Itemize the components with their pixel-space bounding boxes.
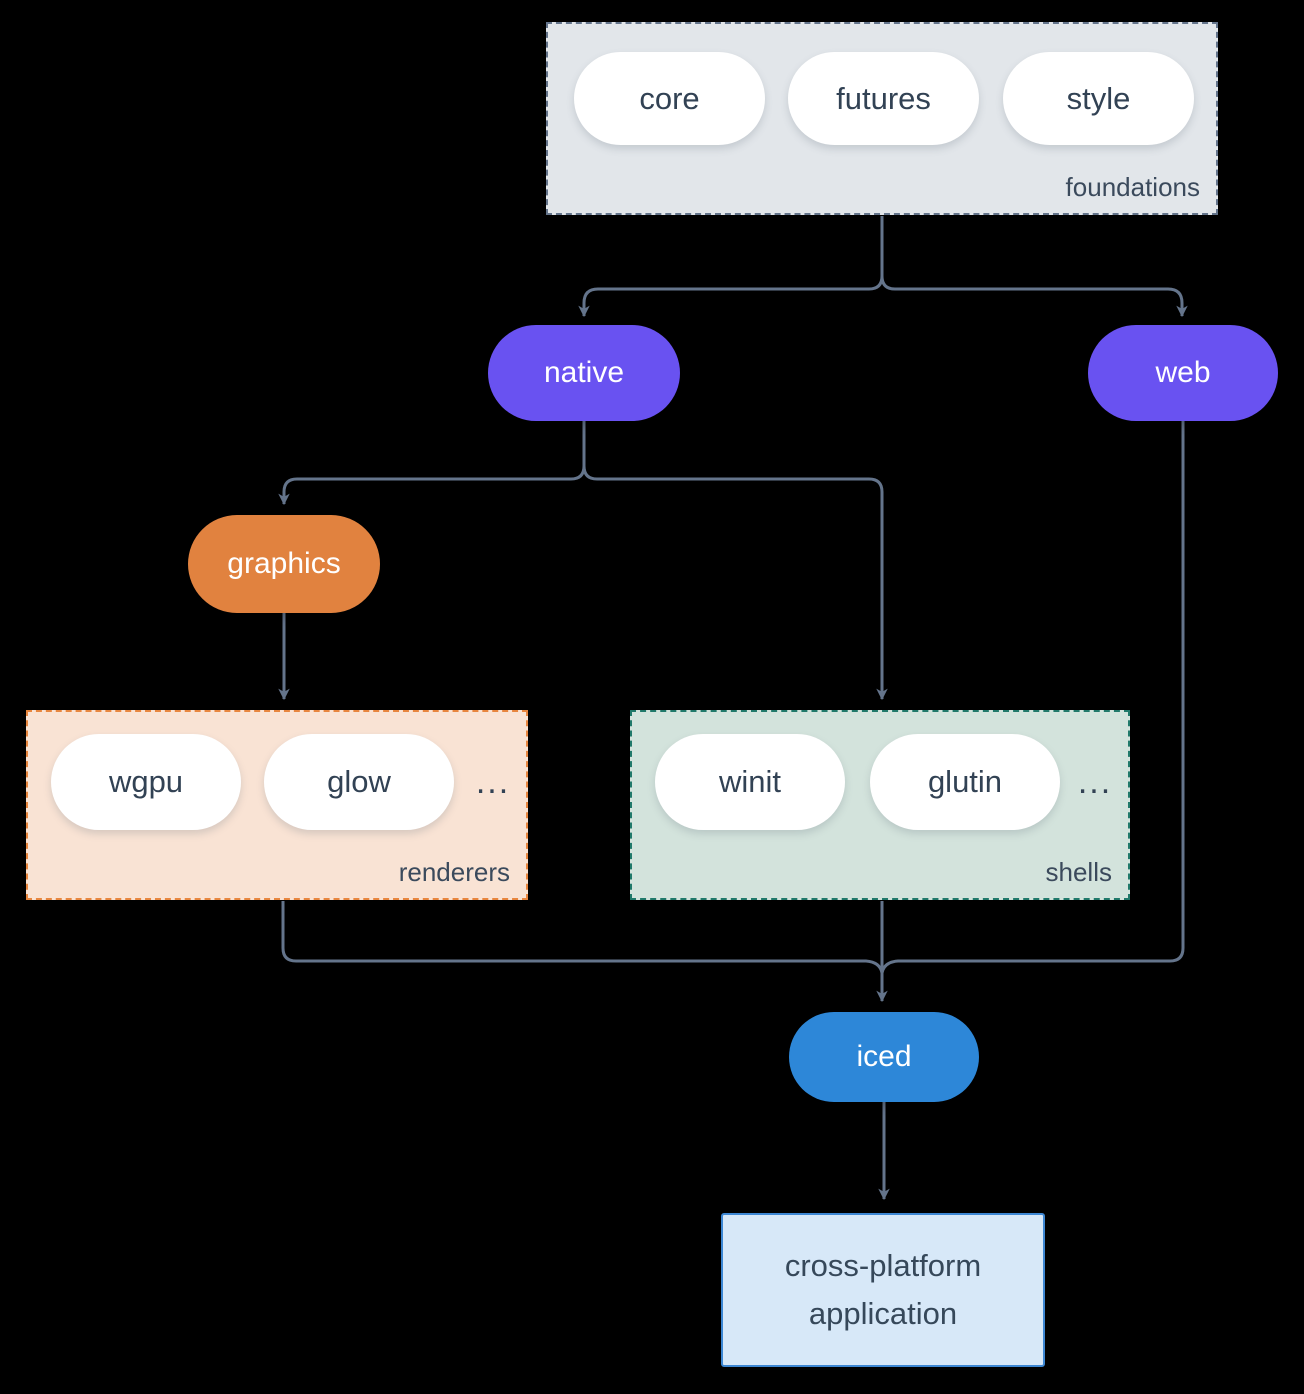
pill-core: core [574, 52, 765, 145]
arrow-foundations-to-web [880, 216, 1188, 318]
node-native-label: native [543, 356, 625, 389]
application-box: cross-platform application [721, 1213, 1045, 1367]
node-iced-label: iced [856, 1040, 912, 1073]
pill-winit-label: winit [718, 764, 781, 799]
node-web: web [1088, 325, 1278, 421]
pill-glutin: glutin [870, 734, 1060, 830]
node-graphics: graphics [188, 515, 380, 613]
shells-ellipsis: ... [1077, 762, 1113, 801]
node-graphics-label: graphics [227, 547, 341, 580]
line-web-to-merge [880, 421, 1185, 974]
renderers-group: wgpu glow ... renderers [26, 710, 528, 900]
pill-wgpu: wgpu [51, 734, 241, 830]
node-iced: iced [789, 1012, 979, 1102]
pill-glutin-label: glutin [927, 764, 1003, 799]
arrow-native-to-shells [582, 421, 888, 701]
node-web-label: web [1155, 356, 1211, 389]
foundations-group-label: foundations [1065, 172, 1200, 202]
pill-style-label: style [1066, 80, 1131, 116]
renderers-ellipsis: ... [475, 762, 511, 801]
pill-futures: futures [788, 52, 979, 145]
line-renderers-to-merge [281, 901, 884, 974]
application-label-line2: application [808, 1296, 958, 1331]
pill-glow: glow [264, 734, 454, 830]
pill-core-label: core [639, 80, 700, 116]
pill-futures-label: futures [836, 80, 931, 116]
renderers-group-label: renderers [398, 857, 510, 887]
pill-glow-label: glow [327, 764, 391, 799]
foundations-group: core futures style foundations [546, 22, 1218, 215]
node-native: native [488, 325, 680, 421]
shells-group-label: shells [1045, 857, 1112, 887]
pill-wgpu-label: wgpu [108, 764, 184, 799]
pill-style: style [1003, 52, 1194, 145]
shells-group: winit glutin ... shells [630, 710, 1130, 900]
application-label-line1: cross-platform [784, 1248, 982, 1283]
arrow-foundations-to-native [578, 216, 884, 318]
arrow-native-to-graphics [278, 421, 586, 506]
pill-winit: winit [655, 734, 845, 830]
